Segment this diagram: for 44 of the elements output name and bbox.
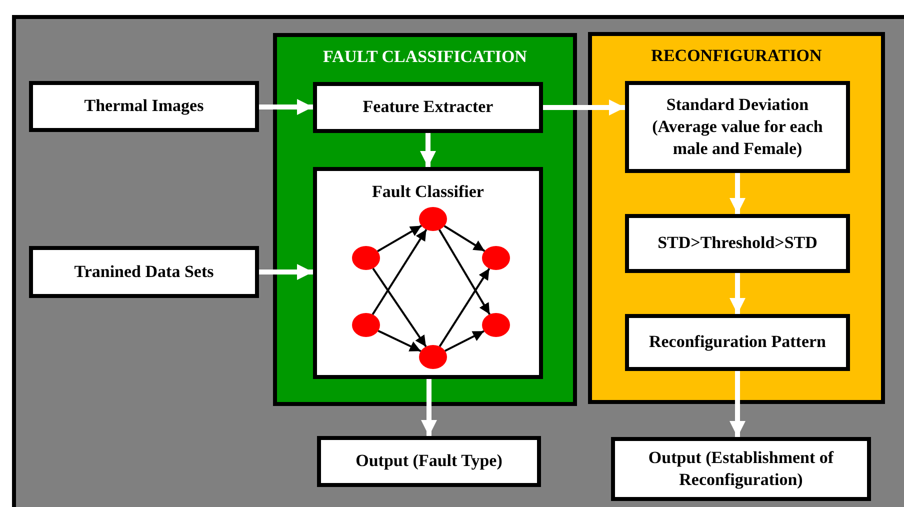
box-label: Output (Establishment of Reconfiguration) bbox=[647, 446, 835, 491]
group-panel bbox=[588, 32, 885, 404]
box-label: Reconfiguration Pattern bbox=[648, 331, 826, 354]
group-panel bbox=[273, 33, 577, 406]
arrow bbox=[444, 225, 486, 252]
arrow bbox=[259, 264, 313, 280]
neuron-node bbox=[482, 313, 510, 337]
neuron-node bbox=[352, 313, 380, 337]
box-label: Thermal Images bbox=[84, 95, 204, 118]
arrow bbox=[372, 268, 427, 348]
process-box bbox=[313, 167, 543, 379]
process-box bbox=[625, 314, 850, 371]
process-box bbox=[625, 81, 850, 173]
arrow bbox=[730, 273, 746, 314]
arrow bbox=[438, 229, 490, 315]
box-label: Output (Fault Type) bbox=[356, 450, 502, 472]
arrow bbox=[543, 100, 625, 116]
process-box bbox=[29, 81, 259, 132]
arrow bbox=[730, 371, 746, 437]
neuron-node bbox=[482, 246, 510, 270]
arrow bbox=[377, 224, 422, 252]
group-title: FAULT CLASSIFICATION bbox=[322, 47, 528, 67]
neuron-node bbox=[419, 207, 447, 231]
process-box bbox=[317, 436, 541, 487]
neuron-node bbox=[352, 246, 380, 270]
box-label: Feature Extracter bbox=[362, 96, 494, 118]
arrow bbox=[259, 99, 313, 115]
process-box bbox=[611, 437, 871, 501]
arrow bbox=[730, 173, 746, 214]
box-label: Fault Classifier bbox=[372, 181, 484, 203]
box-label: STD>Threshold>STD bbox=[658, 232, 818, 254]
arrow bbox=[438, 268, 490, 347]
arrow bbox=[378, 330, 422, 352]
arrow bbox=[421, 379, 437, 436]
process-box bbox=[313, 82, 543, 133]
box-label: Standard Deviation (Average value for each male and Female) bbox=[651, 94, 824, 160]
process-box bbox=[29, 246, 259, 298]
arrow bbox=[372, 229, 428, 315]
neuron-node bbox=[419, 345, 447, 369]
group-title: RECONFIGURATION bbox=[650, 46, 823, 66]
box-label: Tranined Data Sets bbox=[74, 260, 214, 283]
process-box bbox=[625, 214, 850, 273]
arrow bbox=[444, 330, 484, 352]
arrow bbox=[420, 133, 436, 167]
